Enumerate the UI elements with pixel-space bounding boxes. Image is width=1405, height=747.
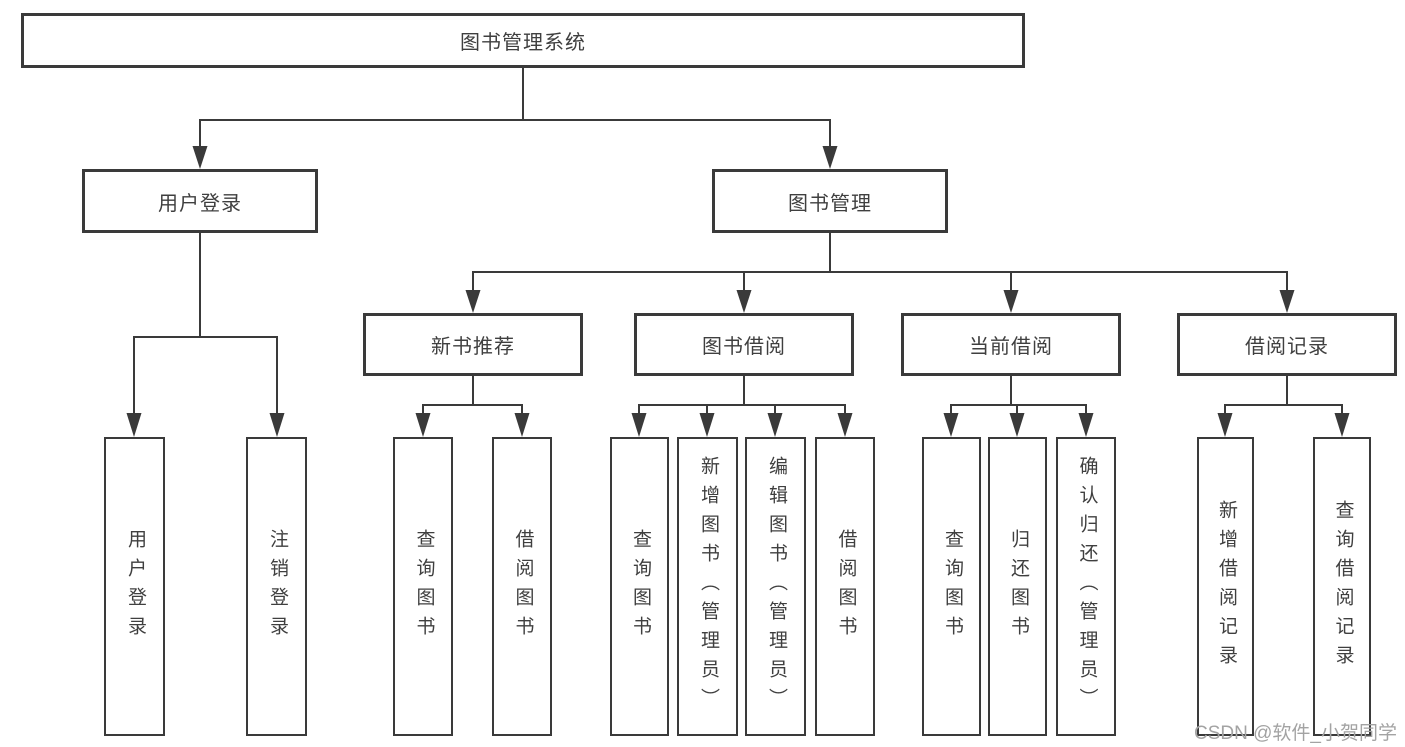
node-label: 归还图书 (1007, 528, 1029, 645)
node-book-borrowing: 图书借阅 (634, 313, 854, 376)
node-label: 用户登录 (158, 192, 242, 215)
node-query-borrow-record: 查询借阅记录 (1313, 437, 1371, 736)
edge-new-rec-children (422, 376, 523, 414)
node-add-borrow-record: 新增借阅记录 (1197, 437, 1254, 736)
arrowhead (192, 146, 208, 169)
node-return-books: 归还图书 (988, 437, 1047, 736)
node-label: 借阅图书 (512, 528, 534, 645)
edge-borrow-records-children (1224, 376, 1343, 414)
arrowhead (837, 413, 853, 437)
node-edit-books-admin: 编辑图书（管理员） (745, 437, 806, 736)
node-add-books-admin: 新增图书（管理员） (677, 437, 738, 736)
node-label: 新增借阅记录 (1215, 499, 1237, 674)
node-label: 图书管理 (788, 192, 872, 215)
arrowhead (822, 146, 838, 169)
node-label: 新书推荐 (431, 336, 515, 358)
node-book-management: 图书管理 (712, 169, 948, 233)
edge-book-mgmt-children (472, 233, 1288, 291)
edge-root-to-level2 (199, 68, 831, 147)
node-current-borrowing: 当前借阅 (901, 313, 1121, 376)
node-label: 查询借阅记录 (1332, 499, 1354, 674)
node-confirm-return-admin: 确认归还（管理员） (1056, 437, 1116, 736)
node-label: 借阅记录 (1245, 336, 1329, 358)
node-borrowing-records: 借阅记录 (1177, 313, 1397, 376)
node-query-books-under-current-borrow: 查询图书 (922, 437, 981, 736)
node-borrow-books-under-book-borrow: 借阅图书 (815, 437, 875, 736)
arrowhead (736, 290, 752, 313)
node-label: 当前借阅 (969, 336, 1053, 358)
arrowhead (943, 413, 959, 437)
node-user-login: 用户登录 (82, 169, 318, 233)
arrowhead (1334, 413, 1350, 437)
node-label: 图书管理系统 (460, 32, 586, 54)
node-new-book-recommendation: 新书推荐 (363, 313, 583, 376)
arrowhead (465, 290, 481, 313)
node-label: 查询图书 (629, 528, 651, 645)
arrowhead (1279, 290, 1295, 313)
node-borrow-books-under-new-rec: 借阅图书 (492, 437, 552, 736)
arrowhead (415, 413, 431, 437)
node-label: 查询图书 (941, 528, 963, 645)
edge-book-borrow-children (638, 376, 846, 414)
node-label: 编辑图书（管理员） (765, 456, 787, 717)
arrowhead (699, 413, 715, 437)
node-user-login-leaf: 用户登录 (104, 437, 165, 736)
arrowhead (1009, 413, 1025, 437)
node-label: 用户登录 (124, 528, 146, 645)
csdn-watermark: CSDN @软件_小贺同学 (1194, 723, 1397, 744)
arrowhead (1003, 290, 1019, 313)
node-label: 新增图书（管理员） (697, 456, 719, 717)
node-label: 借阅图书 (835, 528, 857, 645)
arrowhead (126, 413, 142, 437)
arrowhead (269, 413, 285, 437)
node-library-management-system: 图书管理系统 (21, 13, 1025, 68)
node-label: 注销登录 (266, 528, 288, 645)
arrowhead (1078, 413, 1094, 437)
edge-current-borrow-children (950, 376, 1087, 414)
arrowhead (767, 413, 783, 437)
arrowhead (514, 413, 530, 437)
node-label: 图书借阅 (702, 336, 786, 358)
node-query-books-under-new-rec: 查询图书 (393, 437, 453, 736)
node-label: 查询图书 (413, 528, 435, 645)
node-query-books-under-book-borrow: 查询图书 (610, 437, 669, 736)
arrowhead (631, 413, 647, 437)
arrowhead (1217, 413, 1233, 437)
node-logout: 注销登录 (246, 437, 307, 736)
node-label: 确认归还（管理员） (1076, 456, 1098, 717)
edge-user-login-children (133, 233, 278, 414)
